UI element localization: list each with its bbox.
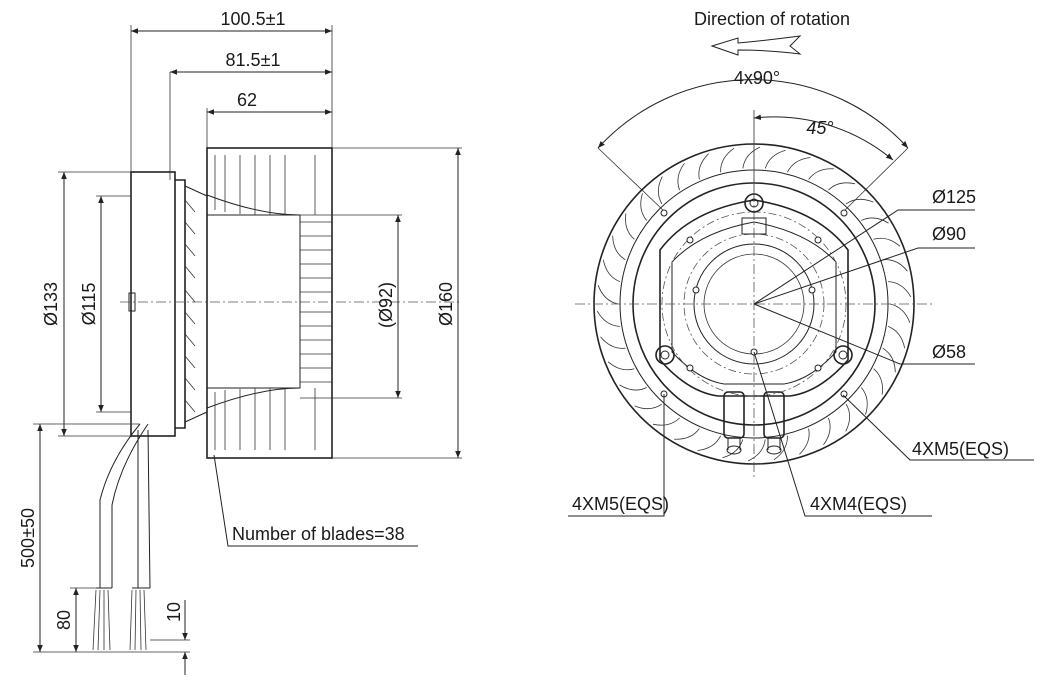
rotation-title: Direction of rotation bbox=[694, 9, 850, 29]
blade bbox=[860, 387, 868, 415]
blades-note: Number of blades=38 bbox=[232, 524, 405, 544]
blade bbox=[845, 403, 851, 432]
blade bbox=[889, 303, 911, 323]
cable-gland-left bbox=[723, 391, 745, 455]
blade bbox=[720, 147, 735, 173]
blade bbox=[625, 213, 635, 240]
mount-screw-left bbox=[655, 345, 675, 365]
blade bbox=[887, 326, 906, 349]
blade bbox=[607, 361, 635, 371]
blade bbox=[828, 182, 856, 191]
dim-impeller-length: 62 bbox=[237, 90, 257, 110]
thread-center: 4XM4(EQS) bbox=[810, 494, 907, 514]
dim-overall-length: 100.5±1 bbox=[221, 9, 286, 29]
blade bbox=[861, 217, 889, 224]
angle-total: 4x90° bbox=[734, 68, 780, 88]
rotation-arrow-icon bbox=[710, 35, 802, 56]
dim-dia-hub: (Ø92) bbox=[376, 282, 396, 328]
dim-wire-end: 10 bbox=[164, 602, 184, 622]
blade bbox=[677, 162, 685, 191]
blade bbox=[612, 235, 626, 261]
blade bbox=[698, 153, 709, 180]
cable-gland-right bbox=[763, 391, 785, 455]
blade bbox=[640, 193, 648, 221]
blade bbox=[882, 347, 896, 373]
mount-screw-top bbox=[744, 193, 764, 213]
front-view: Direction of rotation 4x90° 45° bbox=[568, 9, 1034, 517]
blade bbox=[602, 259, 621, 282]
blade bbox=[747, 439, 766, 462]
side-view: 100.5±1 81.5±1 62 bbox=[18, 9, 462, 675]
blade bbox=[882, 259, 908, 272]
blade bbox=[845, 198, 874, 205]
dim-dia-flange: Ø115 bbox=[79, 283, 99, 326]
dim-dia-motor: Ø133 bbox=[41, 282, 61, 326]
mount-screw-right bbox=[833, 345, 853, 365]
dim-cable-length: 500±50 bbox=[18, 508, 38, 568]
blade bbox=[764, 149, 786, 169]
blade bbox=[634, 403, 663, 410]
dim-strip-length: 80 bbox=[54, 610, 74, 630]
blade bbox=[600, 336, 626, 349]
blade bbox=[873, 368, 883, 395]
blade bbox=[799, 428, 810, 455]
blade bbox=[596, 310, 620, 327]
thread-left: 4XM5(EQS) bbox=[572, 494, 669, 514]
dim-pcd-inner: Ø58 bbox=[932, 342, 966, 362]
blade bbox=[674, 428, 700, 440]
impeller bbox=[206, 147, 333, 459]
blade bbox=[742, 146, 761, 169]
blade-ring bbox=[596, 146, 912, 462]
dim-dia-impeller: Ø160 bbox=[436, 282, 456, 326]
blade bbox=[697, 435, 721, 451]
blade bbox=[652, 417, 680, 426]
dim-pcd-mid: Ø90 bbox=[932, 224, 966, 244]
thread-right: 4XM5(EQS) bbox=[912, 439, 1009, 459]
blade bbox=[873, 237, 901, 247]
dim-body-length: 81.5±1 bbox=[226, 50, 281, 70]
motor-housing bbox=[130, 171, 176, 437]
motor-face bbox=[659, 199, 849, 397]
blade bbox=[888, 281, 912, 298]
blade bbox=[823, 417, 831, 446]
blade bbox=[808, 168, 834, 180]
blade bbox=[787, 157, 811, 173]
blade bbox=[619, 384, 647, 391]
blade bbox=[722, 439, 744, 459]
cable bbox=[99, 423, 151, 589]
blade bbox=[657, 176, 663, 205]
dim-pcd-outer: Ø125 bbox=[932, 187, 976, 207]
blade bbox=[597, 285, 619, 305]
